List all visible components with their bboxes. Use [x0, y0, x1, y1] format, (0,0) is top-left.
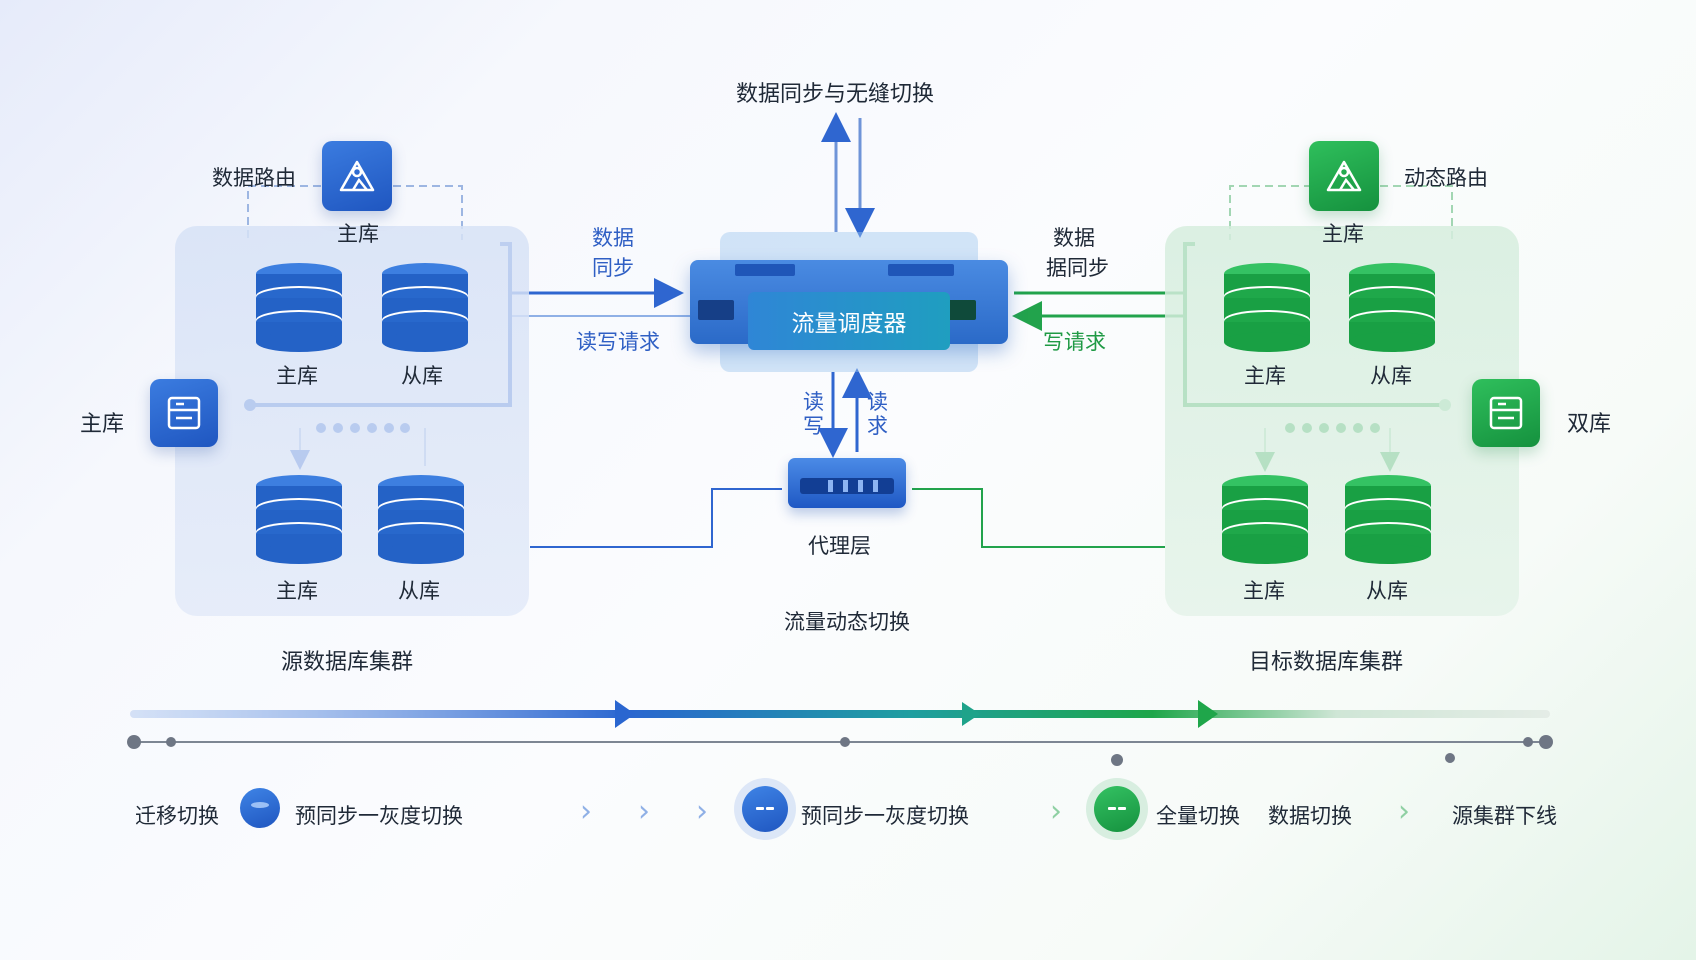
proxy-layer-label: 代理层 — [808, 534, 871, 558]
target-db-top-left-label: 主库 — [1244, 364, 1286, 388]
stage1-text: 预同步一灰度切换 — [295, 804, 463, 828]
chevron-right-icon: › — [1050, 794, 1062, 829]
chevron-right-icon: › — [696, 794, 708, 829]
scheduler-label: 流量调度器 — [748, 292, 950, 350]
source-side-label: 主库 — [80, 412, 125, 437]
proxy-led-3 — [858, 480, 863, 492]
source-cluster-name: 源数据库集群 — [281, 650, 414, 675]
scheduler-slot-left — [735, 264, 795, 276]
scheduler-port-left — [698, 300, 734, 320]
target-db-top-left-icon — [1224, 263, 1310, 352]
stage1-marker[interactable] — [240, 788, 280, 828]
read-label-2: 写 — [803, 414, 824, 438]
source-db-bottom-left-label: 主库 — [276, 579, 318, 603]
target-cluster-panel — [1165, 226, 1519, 616]
source-db-top-right-label: 从库 — [401, 364, 443, 388]
sync-left-label-1: 数据 — [592, 226, 634, 250]
stage4-text: 源集群下线 — [1452, 804, 1557, 828]
chevron-right-icon: › — [580, 794, 592, 829]
stage2-marker[interactable] — [742, 786, 788, 832]
source-cluster-panel — [175, 226, 529, 616]
sync-left-label-2: 同步 — [592, 256, 634, 280]
stage2-text: 预同步一灰度切换 — [801, 804, 969, 828]
dynamic-switch-label: 流量动态切换 — [784, 610, 910, 634]
stage1-label: 迁移切换 — [135, 804, 219, 828]
proxy-led-2 — [843, 480, 848, 492]
proxy-led-1 — [828, 480, 833, 492]
target-router-icon[interactable] — [1309, 141, 1379, 211]
minus-icon — [1108, 807, 1126, 810]
source-db-top-left-label: 主库 — [276, 364, 318, 388]
proxy-led-4 — [873, 480, 878, 492]
sync-right-label-2: 据同步 — [1046, 256, 1109, 280]
target-db-bottom-left-label: 主库 — [1243, 579, 1285, 603]
target-db-top-right-icon — [1349, 263, 1435, 352]
minus-icon — [756, 807, 774, 810]
read-label-1: 读 — [803, 390, 824, 414]
chevron-right-icon: › — [1398, 794, 1410, 829]
scheduler-slot-right — [888, 264, 954, 276]
rw-request-label: 读写请求 — [576, 330, 660, 354]
source-router-icon[interactable] — [322, 141, 392, 211]
source-db-bottom-left-icon — [256, 475, 342, 564]
route-icon — [339, 160, 375, 192]
request-label-2: 求 — [867, 414, 888, 438]
target-router-label: 动态路由 — [1404, 166, 1488, 190]
target-cluster-name: 目标数据库集群 — [1249, 650, 1404, 675]
target-side-label: 双库 — [1567, 412, 1612, 437]
db-icon — [251, 802, 269, 808]
chevron-right-icon: › — [638, 794, 650, 829]
target-side-icon[interactable] — [1472, 379, 1540, 447]
stage3-text-b: 数据切换 — [1268, 804, 1352, 828]
sync-right-label-1: 数据 — [1053, 226, 1095, 250]
source-db-top-right-icon — [382, 263, 468, 352]
stage3-text: 全量切换 — [1156, 804, 1240, 828]
source-db-bottom-right-label: 从库 — [398, 579, 440, 603]
traffic-scheduler[interactable]: 流量调度器 — [690, 232, 1008, 372]
top-sync-label: 数据同步与无缝切换 — [736, 82, 935, 107]
server-icon — [1489, 396, 1523, 430]
proxy-layer-device[interactable] — [788, 458, 906, 508]
source-side-icon[interactable] — [150, 379, 218, 447]
write-request-label: 写请求 — [1043, 330, 1106, 354]
target-router-sub: 主库 — [1322, 222, 1364, 246]
stage3-marker[interactable] — [1094, 786, 1140, 832]
route-icon — [1326, 160, 1362, 192]
source-router-label: 数据路由 — [212, 166, 296, 190]
target-db-bottom-right-label: 从库 — [1366, 579, 1408, 603]
request-label-1: 读 — [867, 390, 888, 414]
scheduler-mid-layer — [690, 260, 1008, 344]
target-db-bottom-right-icon — [1345, 475, 1431, 564]
source-db-top-left-icon — [256, 263, 342, 352]
target-db-bottom-left-icon — [1222, 475, 1308, 564]
source-router-sub: 主库 — [337, 222, 379, 246]
target-db-top-right-label: 从库 — [1370, 364, 1412, 388]
server-icon — [167, 396, 201, 430]
source-db-bottom-right-icon — [378, 475, 464, 564]
